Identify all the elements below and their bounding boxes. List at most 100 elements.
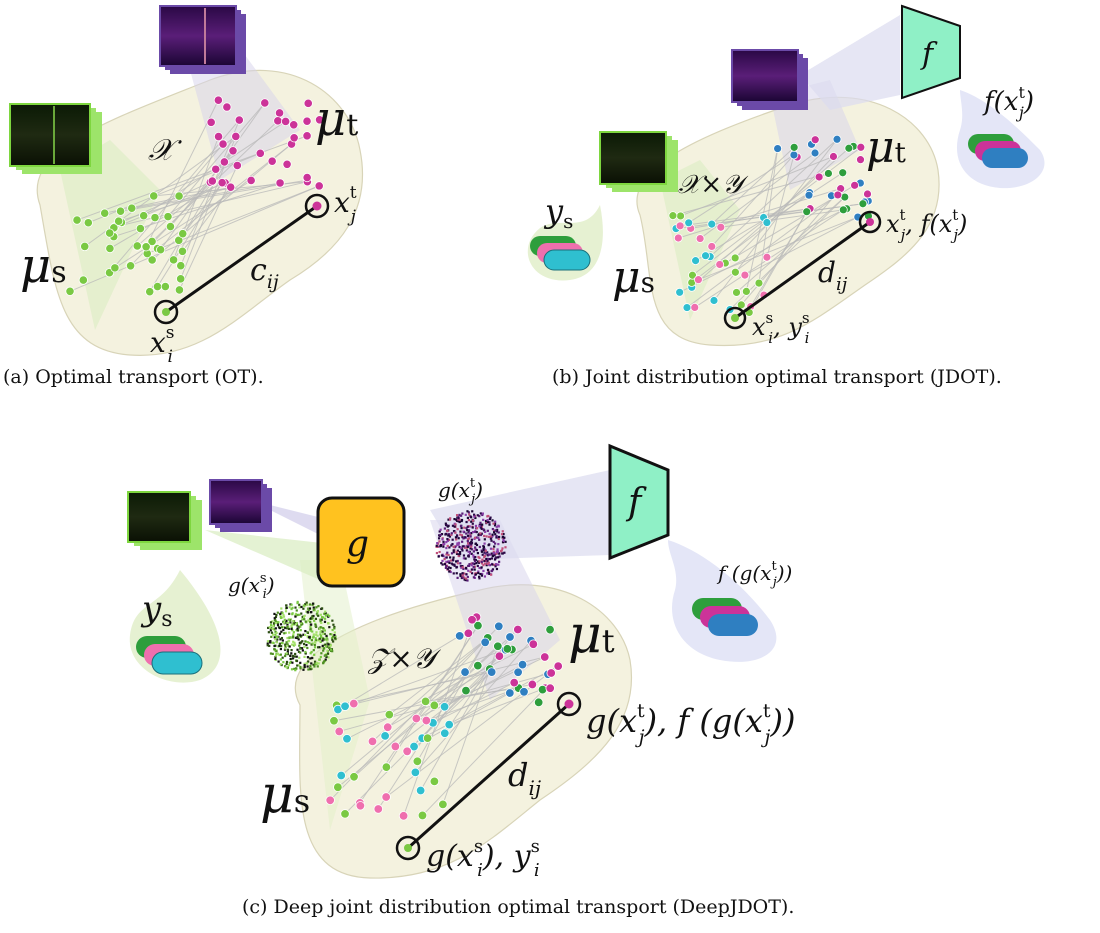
transport-line (182, 186, 232, 252)
transport-line (678, 188, 841, 239)
source-point (342, 734, 352, 744)
embedding-sample (490, 557, 493, 560)
transport-line (340, 671, 466, 776)
embedding-sample (276, 622, 280, 625)
embedding-sample (289, 654, 292, 658)
embedding-sample (302, 604, 305, 607)
embedding-sample (440, 554, 443, 557)
embedding-sample (487, 544, 490, 547)
source-point (176, 274, 186, 284)
embedding-sample (292, 635, 295, 638)
target-point (509, 677, 519, 688)
embedding-sample (313, 665, 316, 668)
transport-line (167, 102, 266, 217)
embedding-sample (468, 513, 471, 516)
embedding-sample (303, 665, 306, 669)
embedding-sample (460, 518, 464, 522)
embedding-sample (275, 650, 278, 653)
embedding-sample (497, 525, 500, 528)
target-point (850, 180, 860, 190)
source-point (174, 285, 185, 295)
embedding-sample (474, 536, 477, 539)
embedding-sample (276, 638, 279, 641)
embedding-sample (488, 558, 491, 561)
embedding-sample (435, 544, 438, 547)
target-point (289, 120, 299, 130)
embedding-sample (464, 536, 467, 539)
embedding-sample (470, 538, 473, 541)
embedding-sample (282, 613, 285, 617)
embedding-sample (483, 562, 487, 565)
embedding-sample (279, 663, 282, 666)
embedding-sample (311, 615, 314, 618)
panel-c-embedding-source-cloud (266, 600, 337, 672)
embedding-sample (308, 603, 312, 606)
embedding-sample (292, 640, 295, 643)
embedding-sample (310, 650, 313, 654)
embedding-sample (310, 639, 313, 642)
embedding-sample (309, 617, 313, 620)
embedding-sample (486, 519, 489, 522)
panel-b-fout-classes (968, 134, 1028, 168)
embedding-sample (466, 529, 469, 532)
target-point (211, 164, 221, 174)
embedding-sample (495, 534, 498, 538)
embedding-sample (485, 564, 488, 567)
embedding-sample (450, 544, 453, 547)
embedding-sample (467, 550, 470, 553)
embedding-sample (291, 654, 295, 658)
source-point (740, 270, 750, 280)
target-point (838, 205, 848, 215)
embedding-sample (285, 644, 288, 647)
source-point (410, 767, 421, 778)
embedding-sample (304, 629, 307, 633)
target-point (829, 152, 838, 161)
embedding-sample (472, 565, 475, 569)
embedding-sample (308, 607, 312, 610)
embedding-sample (453, 530, 456, 533)
embedding-sample (467, 564, 470, 567)
embedding-sample (492, 550, 495, 553)
embedding-sample (291, 657, 295, 660)
target-point (231, 131, 241, 142)
embedding-sample (319, 618, 322, 621)
target-point (858, 199, 868, 209)
embedding-sample (294, 667, 298, 670)
embedding-sample (276, 611, 279, 614)
embedding-sample (323, 629, 327, 632)
embedding-sample (465, 532, 468, 535)
embedding-sample (300, 612, 303, 615)
embedding-sample (491, 563, 494, 566)
source-point (673, 233, 683, 243)
source-point (694, 275, 703, 285)
embedding-sample (475, 543, 479, 547)
embedding-sample (442, 543, 445, 546)
embedding-sample (452, 545, 455, 549)
embedding-sample (278, 642, 281, 645)
embedding-sample (480, 527, 483, 530)
embedding-sample (460, 514, 463, 517)
embedding-sample (304, 640, 307, 643)
embedding-sample (286, 626, 289, 629)
transport-line (329, 625, 500, 801)
embedding-sample (456, 549, 459, 552)
embedding-sample (286, 666, 290, 669)
embedding-sample (461, 540, 464, 543)
embedding-sample (500, 549, 503, 552)
embedding-sample (315, 662, 318, 666)
source-point (440, 728, 450, 738)
embedding-sample (305, 643, 308, 647)
embedding-sample (470, 532, 473, 535)
source-point (340, 701, 350, 711)
target-point (546, 668, 556, 678)
embedding-sample (303, 662, 306, 665)
transport-line (157, 182, 223, 287)
target-point (463, 628, 474, 638)
embedding-sample (471, 562, 474, 565)
source-point (415, 785, 426, 796)
embedding-sample (445, 541, 448, 544)
embedding-sample (277, 660, 280, 663)
embedding-sample (302, 642, 306, 646)
embedding-sample (481, 553, 484, 556)
embedding-sample (299, 629, 302, 632)
